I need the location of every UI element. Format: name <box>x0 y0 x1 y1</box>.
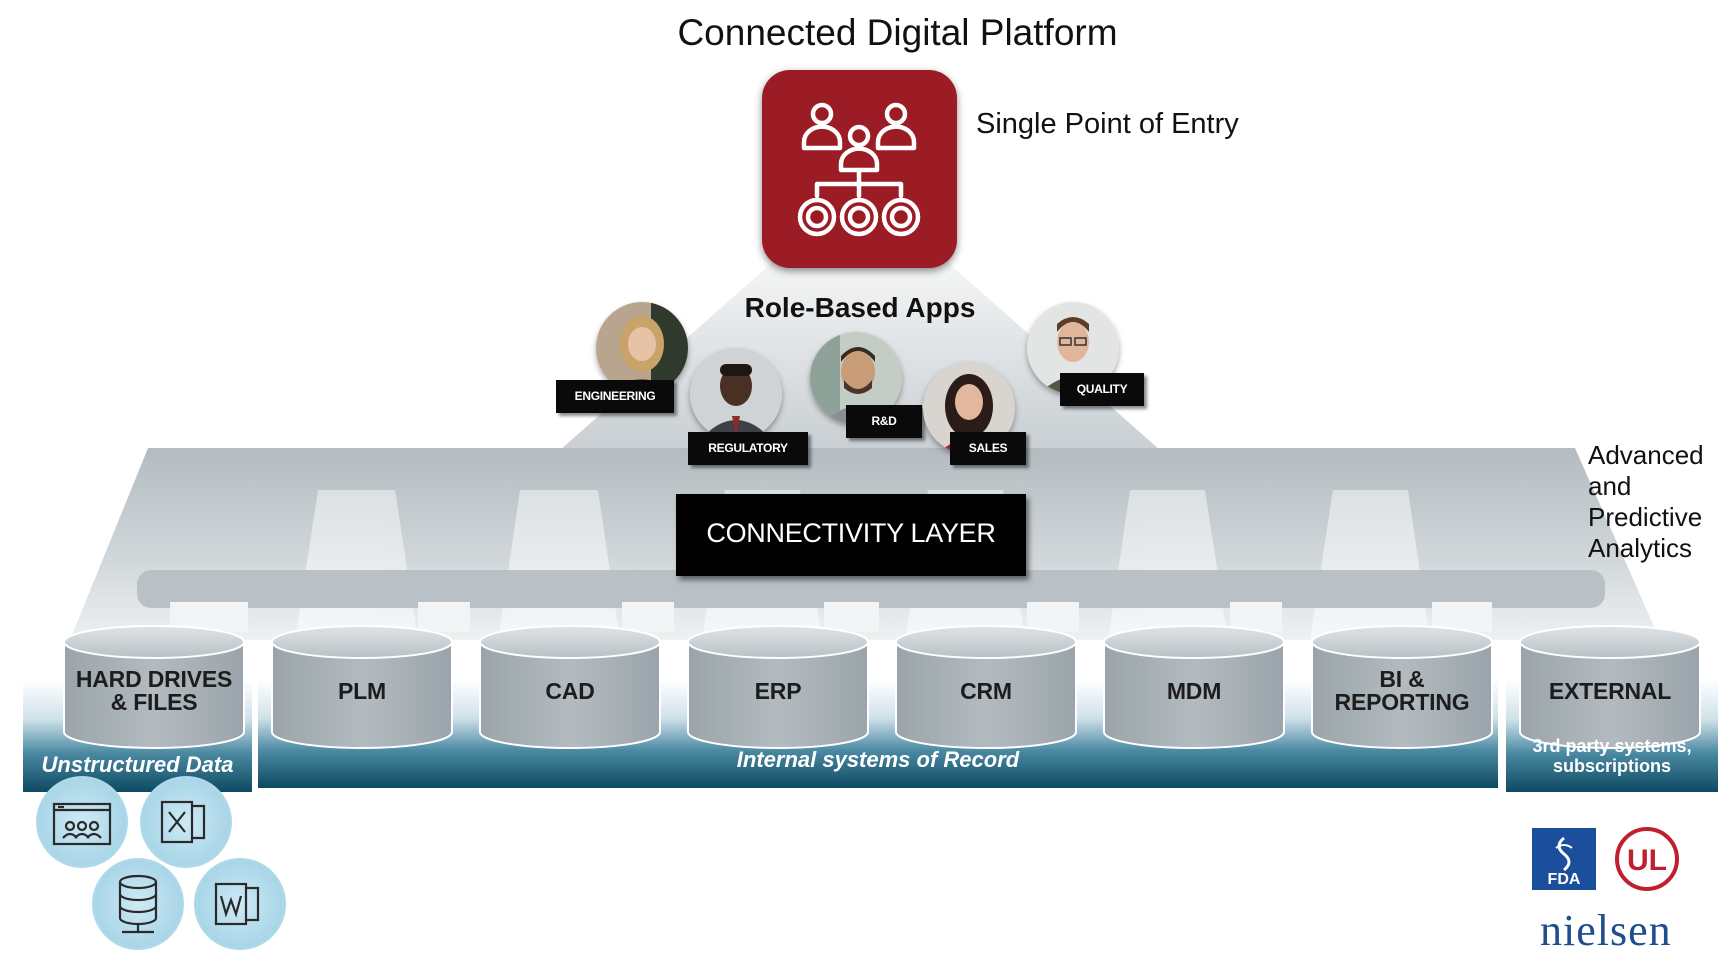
internal-systems-label: Internal systems of Record <box>736 747 1020 772</box>
external-systems-label: 3rd party systems, subscriptions <box>1506 736 1718 776</box>
system-label-line1: EXTERNAL <box>1548 678 1672 704</box>
system-label-line1: CAD <box>545 678 595 704</box>
unstructured-data-label: Unstructured Data <box>41 752 234 777</box>
role-tag-quality[interactable]: QUALITY <box>1060 373 1144 406</box>
system-label-line2: & FILES <box>110 689 198 715</box>
system-label-line1: CRM <box>960 678 1012 704</box>
word-file-icon <box>194 858 286 950</box>
analytics-label: Advanced and Predictive Analytics <box>1588 440 1704 563</box>
system-cylinder[interactable] <box>1519 625 1701 749</box>
system-label-line1: BI & <box>1379 666 1425 692</box>
system-cylinder[interactable] <box>271 625 453 749</box>
single-entry-tile <box>762 70 957 268</box>
system-label: MDM <box>1104 680 1284 703</box>
role-apps-title: Role-Based Apps <box>744 292 976 323</box>
system-label-line2: REPORTING <box>1334 689 1470 715</box>
system-label: CRM <box>896 680 1076 703</box>
system-label: ERP <box>688 680 868 703</box>
org-hierarchy-icon <box>797 102 921 237</box>
ul-logo: UL <box>1614 826 1680 892</box>
database-icon <box>92 858 184 950</box>
fda-logo-text: FDA <box>1548 871 1581 888</box>
nielsen-logo: nielsen <box>1540 906 1672 955</box>
system-label-line1: HARD DRIVES <box>75 666 233 692</box>
system-label: EXTERNAL <box>1520 680 1700 703</box>
role-tag-rnd[interactable]: R&D <box>846 405 922 438</box>
role-tag-regulatory[interactable]: REGULATORY <box>688 432 808 465</box>
system-cylinder[interactable] <box>479 625 661 749</box>
role-tag-sales[interactable]: SALES <box>950 432 1026 465</box>
excel-file-icon <box>140 776 232 868</box>
fda-logo: FDA <box>1532 828 1596 890</box>
system-cylinder[interactable] <box>63 625 245 749</box>
page-title: Connected Digital Platform <box>677 12 1118 53</box>
system-cylinder[interactable] <box>1103 625 1285 749</box>
folder-people-icon <box>36 776 128 868</box>
system-label-line1: PLM <box>338 678 386 704</box>
single-entry-label: Single Point of Entry <box>976 108 1239 140</box>
system-label-line1: MDM <box>1166 678 1222 704</box>
system-label: PLM <box>272 680 452 703</box>
external-systems-line2: subscriptions <box>1552 756 1672 776</box>
system-label-line1: ERP <box>754 678 802 704</box>
system-label: CAD <box>480 680 660 703</box>
system-cylinder[interactable] <box>895 625 1077 749</box>
system-cylinder[interactable] <box>1311 625 1493 749</box>
system-label: BI &REPORTING <box>1312 668 1492 714</box>
external-systems-line1: 3rd party systems, <box>1532 736 1692 756</box>
system-label: HARD DRIVES& FILES <box>64 668 244 714</box>
internal-band <box>258 680 1498 788</box>
system-cylinder[interactable] <box>687 625 869 749</box>
role-tag-engineering[interactable]: ENGINEERING <box>556 380 674 413</box>
ul-logo-text: UL <box>1627 844 1667 877</box>
regulatory-avatar[interactable] <box>690 348 782 440</box>
connectivity-layer: CONNECTIVITY LAYER <box>676 494 1026 576</box>
